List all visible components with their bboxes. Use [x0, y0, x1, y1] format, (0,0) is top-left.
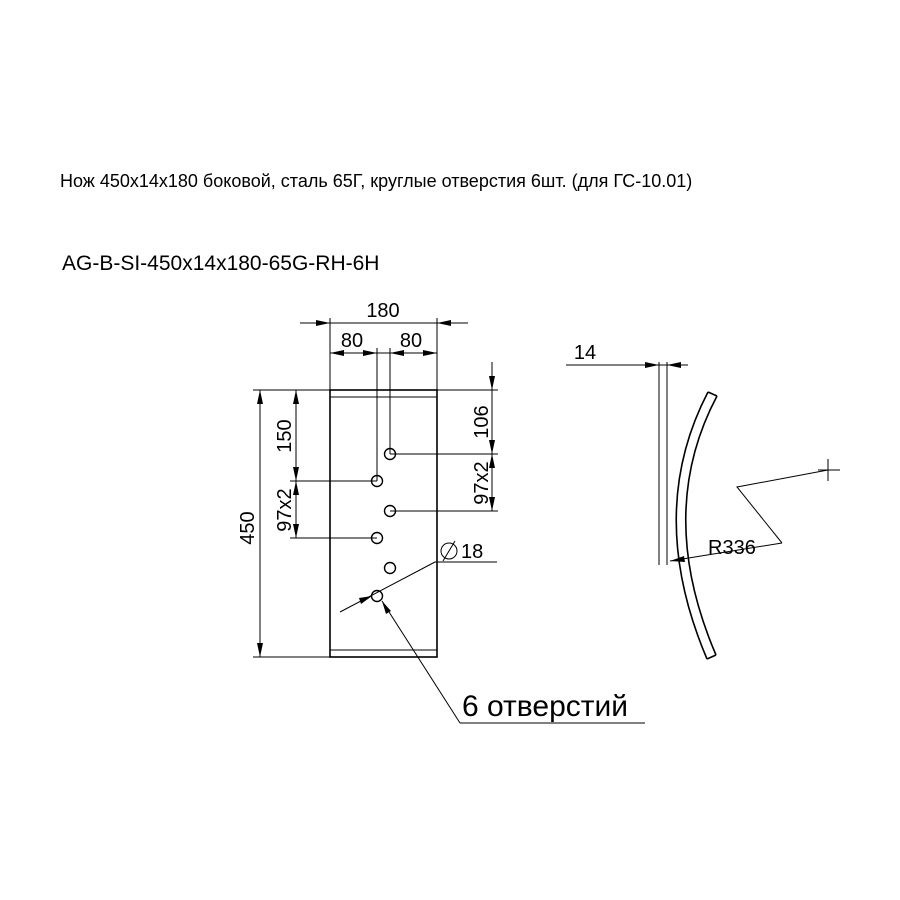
right-offset-dim-label: 80: [400, 330, 422, 352]
arrow: [489, 497, 495, 511]
diameter-symbol-slash: [442, 540, 456, 562]
blade-profile-inner: [685, 395, 718, 656]
arrow: [257, 643, 263, 657]
arrow: [293, 524, 299, 538]
arrow: [316, 320, 330, 326]
height-dim-label: 450: [237, 511, 259, 544]
hole-count-callout: 6 отверстий: [462, 690, 628, 723]
left-pitch-dim-label: 97x2: [274, 488, 296, 531]
arrow: [670, 556, 685, 562]
arrow: [293, 467, 299, 481]
arrow: [363, 350, 377, 356]
part-code: AG-B-SI-450x14x180-65G-RH-6H: [62, 252, 379, 275]
arrow: [489, 454, 495, 468]
thickness-dim-label: 14: [574, 342, 596, 364]
blade-end-top: [707, 391, 718, 397]
right-pitch-dim-label: 97x2: [471, 461, 493, 504]
diameter-symbol-icon: [440, 542, 458, 560]
hole: [370, 589, 384, 603]
arrow: [293, 481, 299, 495]
blade-profile-outer: [675, 391, 709, 660]
arrow: [423, 350, 437, 356]
hole-diameter-label: 18: [461, 541, 483, 563]
blade-plate: [329, 389, 438, 658]
right-first-hole-dim-label: 106: [471, 405, 493, 438]
arrow: [382, 601, 391, 614]
arrow: [330, 350, 344, 356]
arrow: [257, 390, 263, 404]
arrow: [645, 362, 659, 368]
arrow: [390, 350, 404, 356]
left-offset-dim-label: 80: [341, 330, 363, 352]
arrow: [489, 440, 495, 454]
callout-leader-line: [381, 600, 461, 724]
part-description: Нож 450х14х180 боковой, сталь 65Г, кругл…: [60, 171, 692, 191]
radius-leader-line: [669, 542, 783, 562]
arrow: [437, 320, 451, 326]
width-dim-label: 180: [366, 300, 399, 322]
hole: [383, 561, 397, 575]
radius-dim-label: R336: [708, 537, 756, 559]
blade-end-bottom: [706, 654, 717, 660]
arrow: [667, 362, 681, 368]
left-first-hole-dim-label: 150: [274, 419, 296, 452]
radius-break-line: [736, 469, 829, 544]
arrow: [489, 376, 495, 390]
arrow: [359, 596, 372, 604]
front-view: 180 80 80 450 150 97x2: [237, 300, 645, 724]
diameter-leader-line: [339, 561, 436, 613]
arrow: [293, 390, 299, 404]
side-view: 14 R336: [566, 342, 840, 660]
